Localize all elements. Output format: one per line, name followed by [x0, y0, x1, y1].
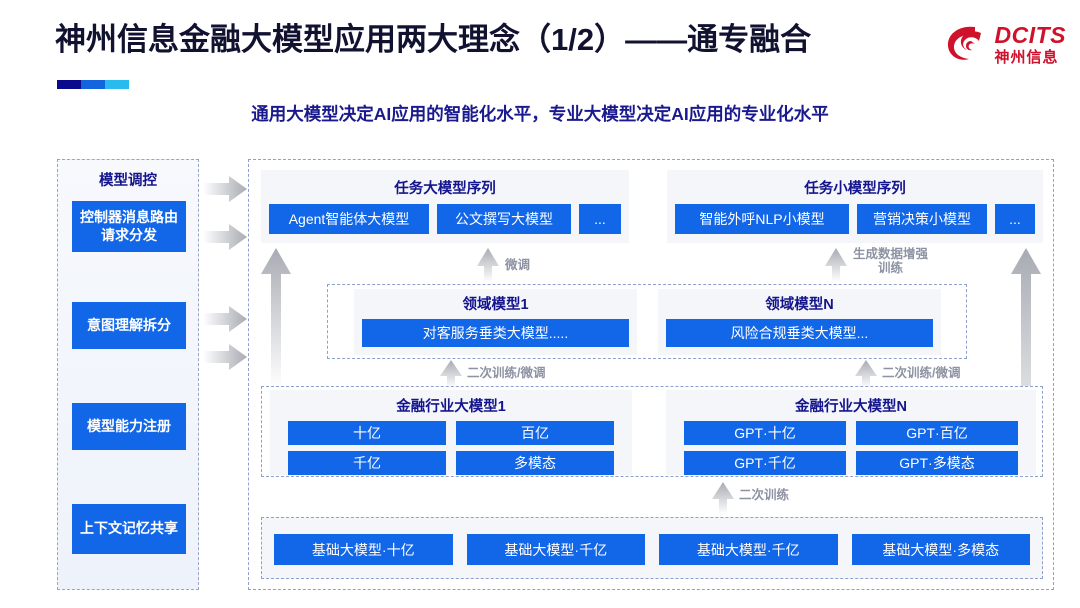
chip-gpt-hundred-billion[interactable]: GPT·千亿: [684, 451, 846, 475]
logo-cn-label: 神州信息: [994, 48, 1059, 66]
up-arrow-icon-data-aug: [825, 248, 847, 282]
arrow-label-data-aug-line1: 生成数据增强: [853, 247, 929, 261]
domain-model-n-title: 领域模型N: [765, 297, 834, 313]
domain-model-n-group: 领域模型N 风险合规垂类大模型...: [658, 289, 941, 355]
up-arrow-icon-fine-tune: [477, 248, 499, 282]
control-item-router[interactable]: 控制器消息路由请求分发: [72, 201, 186, 252]
accent-segment-1: [57, 80, 81, 89]
arrow-label-retrain: 二次训练: [739, 488, 790, 502]
chip-billion[interactable]: 十亿: [288, 421, 446, 445]
right-arrow-icon-4: [203, 344, 247, 370]
industry-model-1-group: 金融行业大模型1 十亿 百亿 千亿 多模态: [270, 390, 632, 475]
architecture-diagram: 任务大模型序列 Agent智能体大模型 公文撰写大模型 ... 任务小模型序列 …: [248, 159, 1054, 590]
chip-marketing-decision-model[interactable]: 营销决策小模型: [857, 204, 987, 234]
chip-hundred-billion[interactable]: 千亿: [288, 451, 446, 475]
up-arrow-icon-retrain-right: [855, 360, 877, 388]
arrow-label-fine-tune: 微调: [505, 258, 531, 272]
up-arrow-icon-left-tall: [261, 248, 291, 388]
chip-gpt-billion[interactable]: GPT·十亿: [684, 421, 846, 445]
industry-model-n-chips: GPT·十亿 GPT·百亿 GPT·千亿 GPT·多模态: [666, 416, 1036, 475]
chip-agent-model[interactable]: Agent智能体大模型: [269, 204, 429, 234]
right-arrow-icon-2: [203, 224, 247, 250]
brand-logo: DCITS 神州信息: [945, 20, 1067, 68]
chip-more-small[interactable]: ...: [995, 204, 1035, 234]
industry-model-1-chips: 十亿 百亿 千亿 多模态: [270, 416, 632, 475]
task-large-model-title: 任务大模型序列: [394, 181, 496, 197]
control-item-registry[interactable]: 模型能力注册: [72, 403, 186, 450]
industry-model-1-title: 金融行业大模型1: [396, 399, 506, 415]
chip-risk-compliance-vertical-model[interactable]: 风险合规垂类大模型...: [666, 319, 933, 347]
chip-base-billion[interactable]: 基础大模型·十亿: [274, 534, 453, 565]
chip-customer-service-vertical-model[interactable]: 对客服务垂类大模型.....: [362, 319, 629, 347]
control-panel: 模型调控 控制器消息路由请求分发 意图理解拆分 模型能力注册 上下文记忆共享: [57, 159, 199, 590]
arrow-label-data-aug: 生成数据增强 训练: [853, 247, 928, 276]
logo-en-label: DCITS: [994, 21, 1066, 48]
chip-multimodal[interactable]: 多模态: [456, 451, 614, 475]
base-model-wrapper: 基础大模型·十亿 基础大模型·千亿 基础大模型·千亿 基础大模型·多模态: [261, 517, 1043, 579]
chip-gpt-multimodal[interactable]: GPT·多模态: [856, 451, 1018, 475]
arrow-label-retrain-tune-left: 二次训练/微调: [467, 366, 546, 380]
control-item-intent[interactable]: 意图理解拆分: [72, 302, 186, 349]
chip-gpt-ten-billion[interactable]: GPT·百亿: [856, 421, 1018, 445]
dcits-swirl-icon: [947, 26, 981, 60]
chip-base-hundred-billion-1[interactable]: 基础大模型·千亿: [466, 534, 645, 565]
task-large-model-group: 任务大模型序列 Agent智能体大模型 公文撰写大模型 ...: [261, 170, 629, 243]
chip-more-large[interactable]: ...: [579, 204, 621, 234]
control-item-context[interactable]: 上下文记忆共享: [72, 504, 186, 554]
right-arrow-icon-3: [203, 306, 247, 332]
page-subtitle: 通用大模型决定AI应用的智能化水平，专业大模型决定AI应用的专业化水平: [251, 104, 829, 124]
accent-segment-2: [80, 80, 105, 89]
domain-model-1-title: 领域模型1: [462, 297, 529, 313]
arrow-label-retrain-tune-right: 二次训练/微调: [882, 366, 961, 380]
task-small-model-group: 任务小模型序列 智能外呼NLP小模型 营销决策小模型 ...: [667, 170, 1043, 243]
chip-ten-billion[interactable]: 百亿: [456, 421, 614, 445]
chip-base-hundred-billion-2[interactable]: 基础大模型·千亿: [659, 534, 838, 565]
page-title: 神州信息金融大模型应用两大理念（1/2）——通专融合: [55, 22, 812, 57]
domain-model-wrapper: 领域模型1 对客服务垂类大模型..... 领域模型N 风险合规垂类大模型...: [327, 284, 967, 359]
industry-model-n-group: 金融行业大模型N GPT·十亿 GPT·百亿 GPT·千亿 GPT·多模态: [666, 390, 1036, 475]
task-small-model-title: 任务小模型序列: [804, 181, 906, 197]
up-arrow-icon-right-tall: [1011, 248, 1041, 480]
chip-base-multimodal[interactable]: 基础大模型·多模态: [851, 534, 1030, 565]
task-small-model-chips: 智能外呼NLP小模型 营销决策小模型 ...: [667, 198, 1043, 242]
chip-outbound-nlp-model[interactable]: 智能外呼NLP小模型: [675, 204, 849, 234]
right-arrow-icon-1: [203, 176, 247, 202]
base-model-chips: 基础大模型·十亿 基础大模型·千亿 基础大模型·千亿 基础大模型·多模态: [262, 518, 1042, 565]
domain-model-1-group: 领域模型1 对客服务垂类大模型.....: [354, 289, 637, 355]
up-arrow-icon-retrain-left: [440, 360, 462, 388]
up-arrow-icon-retrain-center: [712, 482, 734, 514]
task-large-model-chips: Agent智能体大模型 公文撰写大模型 ...: [261, 198, 629, 242]
arrow-label-data-aug-line2: 训练: [878, 261, 904, 276]
control-panel-title: 模型调控: [99, 173, 157, 189]
accent-segment-3: [104, 80, 129, 89]
industry-model-wrapper: 金融行业大模型1 十亿 百亿 千亿 多模态 金融行业大模型N GPT·十亿 GP…: [261, 386, 1043, 477]
chip-document-model[interactable]: 公文撰写大模型: [437, 204, 571, 234]
industry-model-n-title: 金融行业大模型N: [795, 399, 907, 415]
logo-text-block: DCITS 神州信息: [994, 21, 1067, 66]
title-accent-bar: [57, 80, 129, 89]
